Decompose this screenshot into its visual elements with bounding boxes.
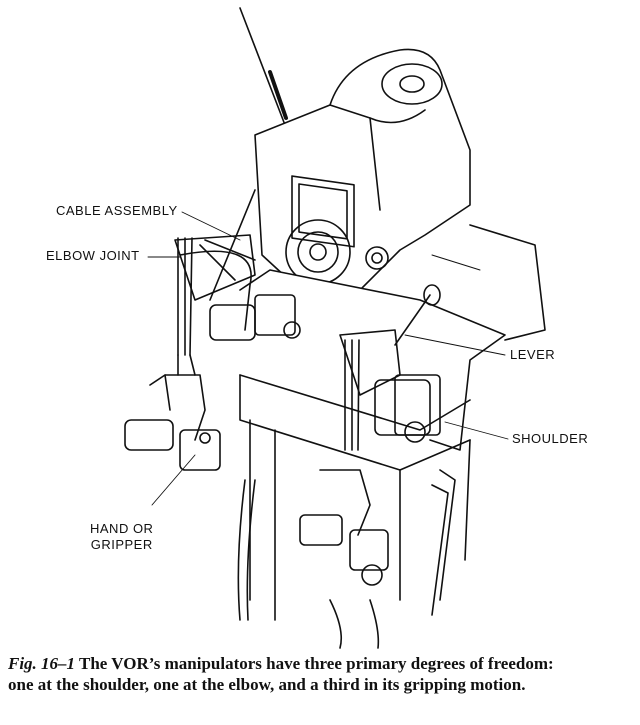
label-hand-line2: GRIPPER (90, 537, 153, 552)
label-cable-assembly: CABLE ASSEMBLY (56, 203, 178, 218)
label-hand-line1: HAND OR (90, 521, 154, 536)
cable-bundles (237, 469, 456, 649)
callout-leaders (147, 211, 509, 506)
left-arm (174, 189, 301, 356)
vor-manipulator-illustration (124, 7, 546, 649)
robot-head (254, 48, 471, 301)
label-elbow-joint: ELBOW JOINT (46, 248, 140, 263)
right-gripper (299, 469, 389, 586)
right-arm (339, 284, 441, 451)
caption-line-2: one at the shoulder, one at the elbow, a… (8, 675, 526, 694)
caption-line-1: Fig. 16–1 The VOR’s manipulators have th… (8, 653, 636, 674)
label-shoulder: SHOULDER (512, 431, 589, 446)
caption-figure-ref: Fig. 16–1 (8, 654, 76, 673)
antenna-left (239, 7, 288, 126)
figure-caption: Fig. 16–1 The VOR’s manipulators have th… (8, 653, 636, 695)
robot-base-rear (431, 224, 546, 341)
robot-torso (239, 269, 506, 621)
caption-text-1: The VOR’s manipulators have three primar… (79, 654, 554, 673)
label-lever: LEVER (510, 347, 556, 362)
left-gripper (124, 354, 221, 471)
label-hand-or-gripper: HAND OR GRIPPER (90, 521, 153, 553)
